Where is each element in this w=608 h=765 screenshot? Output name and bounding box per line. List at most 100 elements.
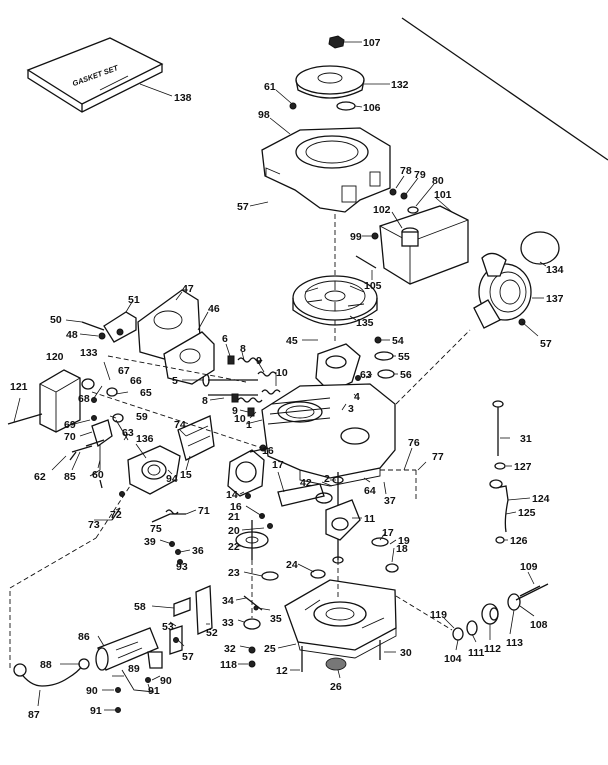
label-33: 33: [222, 617, 234, 629]
label-31: 31: [520, 433, 532, 445]
air-cleaner-cover: [379, 205, 469, 285]
label-46: 46: [208, 303, 220, 315]
label-85: 85: [64, 471, 76, 483]
label-90-right: 90: [160, 675, 172, 687]
label-50: 50: [50, 314, 62, 326]
label-107: 107: [363, 37, 381, 49]
label-72: 72: [110, 509, 122, 521]
label-64: 64: [364, 485, 376, 497]
camshaft-gear: [235, 520, 269, 560]
label-47: 47: [182, 283, 194, 295]
label-74: 74: [174, 419, 186, 431]
label-56: 56: [400, 369, 412, 381]
crankcase-cover: [284, 579, 397, 659]
label-11: 11: [364, 513, 375, 525]
label-51: 51: [128, 294, 140, 306]
label-135: 135: [356, 317, 374, 329]
label-58: 58: [134, 601, 146, 613]
label-17-top: 17: [272, 459, 284, 471]
label-34: 34: [222, 595, 234, 607]
label-133: 133: [80, 347, 98, 359]
label-137: 137: [546, 293, 564, 305]
label-42: 42: [300, 477, 312, 489]
label-57-starter: 57: [540, 338, 552, 350]
label-23: 23: [228, 567, 240, 579]
label-25: 25: [264, 643, 276, 655]
label-16-top: 16: [262, 445, 274, 457]
label-57-top: 57: [237, 201, 249, 213]
label-54: 54: [392, 335, 404, 347]
label-80: 80: [432, 175, 444, 187]
blower-housing: [261, 127, 391, 213]
label-90-left: 90: [86, 685, 98, 697]
label-53: 53: [162, 621, 174, 633]
label-10-top: 10: [276, 367, 288, 379]
label-61: 61: [264, 81, 276, 93]
label-138: 138: [174, 92, 192, 104]
label-21: 21: [228, 511, 240, 523]
label-78: 78: [400, 165, 412, 177]
label-134: 134: [546, 264, 564, 276]
label-76: 76: [408, 437, 420, 449]
part-number-labels: GASKET SET 107 132 106 138 61 98 78 79 8…: [10, 37, 564, 721]
label-10-bottom: 10: [234, 413, 246, 425]
label-93: 93: [176, 561, 188, 573]
label-16-bottom: 16: [230, 501, 242, 513]
label-12: 12: [276, 665, 288, 677]
label-91-left: 91: [90, 705, 102, 717]
label-65: 65: [140, 387, 152, 399]
label-113: 113: [506, 637, 523, 649]
label-112: 112: [484, 643, 501, 655]
label-132: 132: [391, 79, 409, 91]
label-118: 118: [220, 659, 237, 671]
label-20: 20: [228, 525, 240, 537]
rotating-screen: [295, 65, 365, 99]
label-73: 73: [88, 519, 100, 531]
label-126: 126: [510, 535, 528, 547]
label-36: 36: [192, 545, 204, 557]
label-60: 60: [92, 469, 104, 481]
label-119: 119: [430, 609, 447, 621]
label-15: 15: [180, 469, 192, 481]
label-26: 26: [330, 681, 342, 693]
label-71: 71: [198, 505, 210, 517]
label-125: 125: [518, 507, 536, 519]
label-124: 124: [532, 493, 550, 505]
gasket-set-box: [26, 37, 164, 113]
label-105: 105: [364, 280, 382, 292]
label-37: 37: [384, 495, 396, 507]
label-86: 86: [78, 631, 90, 643]
label-98: 98: [258, 109, 270, 121]
label-48: 48: [66, 329, 78, 341]
muffler: [95, 627, 163, 671]
label-17-bottom: 17: [382, 527, 394, 539]
label-77: 77: [432, 451, 444, 463]
label-91-right: 91: [148, 685, 160, 697]
label-108: 108: [530, 619, 548, 631]
crankshaft: [325, 472, 361, 564]
label-14: 14: [226, 489, 238, 501]
label-1: 1: [246, 419, 252, 431]
label-67: 67: [118, 365, 130, 377]
cylinder-block: [261, 383, 396, 487]
label-52: 52: [206, 627, 218, 639]
label-87: 87: [28, 709, 40, 721]
label-66: 66: [130, 375, 142, 387]
label-18: 18: [396, 543, 408, 555]
label-63-lower: 63: [122, 427, 134, 439]
label-22: 22: [228, 541, 240, 553]
label-94: 94: [166, 473, 178, 485]
label-62: 62: [34, 471, 46, 483]
label-45: 45: [286, 335, 298, 347]
label-104: 104: [444, 653, 462, 665]
fuel-tank-bracket: [39, 369, 81, 433]
label-32: 32: [224, 643, 236, 655]
label-101: 101: [434, 189, 452, 201]
label-89: 89: [128, 663, 140, 675]
label-9-bottom: 9: [232, 405, 238, 417]
label-75: 75: [150, 523, 162, 535]
label-3: 3: [348, 403, 354, 415]
carburetor: [127, 415, 215, 495]
label-55: 55: [398, 351, 410, 363]
label-2: 2: [324, 473, 330, 485]
